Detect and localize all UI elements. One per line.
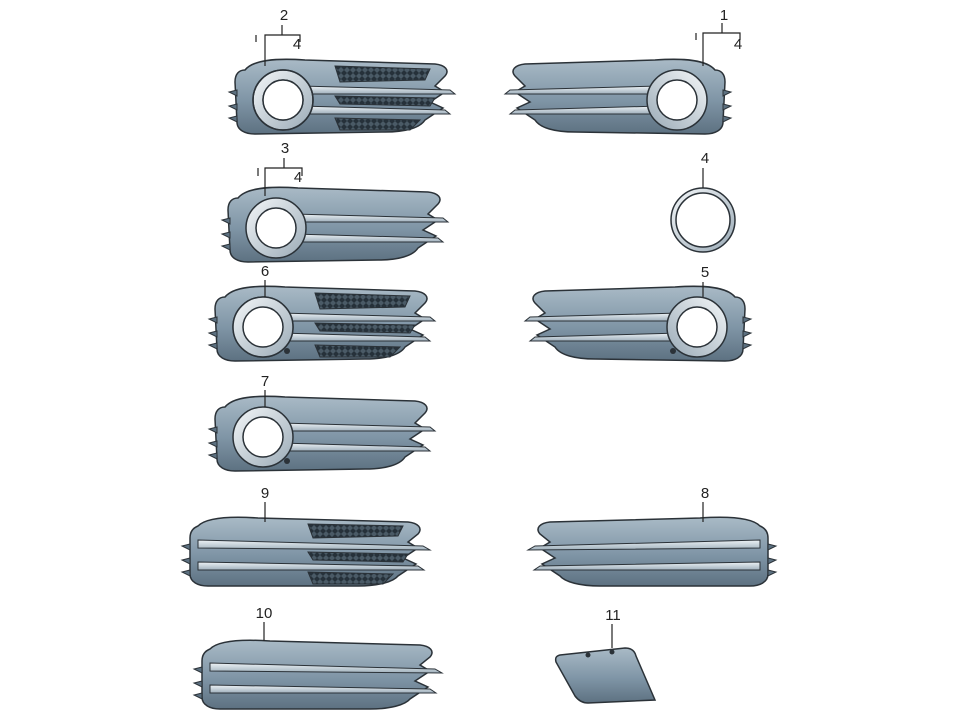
grille-part-9: [181, 516, 431, 587]
grille-part-7: [208, 395, 436, 472]
grille-part-10: [193, 639, 443, 710]
callout-3-sub-4: 4: [294, 169, 302, 186]
callout-5: 5: [701, 264, 709, 281]
callout-3: 3: [281, 140, 289, 157]
callout-4: 4: [701, 150, 709, 167]
leader-lines: [255, 23, 741, 648]
grille-part-3: [221, 186, 449, 263]
callout-2: 2: [280, 7, 288, 24]
grille-part-1: [505, 59, 731, 134]
callout-8: 8: [701, 485, 709, 502]
blanking-cover-part-11: [554, 647, 657, 704]
callout-1: 1: [720, 7, 728, 24]
callout-1-sub-4: 4: [734, 36, 742, 53]
callout-10: 10: [256, 605, 273, 622]
callout-6: 6: [261, 263, 269, 280]
callout-2-sub-4: 4: [293, 36, 301, 53]
callout-7: 7: [261, 373, 269, 390]
ring-part-4: [670, 187, 736, 253]
grille-part-6: [208, 285, 436, 362]
callout-11: 11: [605, 607, 621, 624]
grille-part-2: [228, 58, 456, 135]
grille-part-8: [527, 516, 777, 587]
grille-part-5: [525, 286, 751, 361]
callout-9: 9: [261, 485, 269, 502]
